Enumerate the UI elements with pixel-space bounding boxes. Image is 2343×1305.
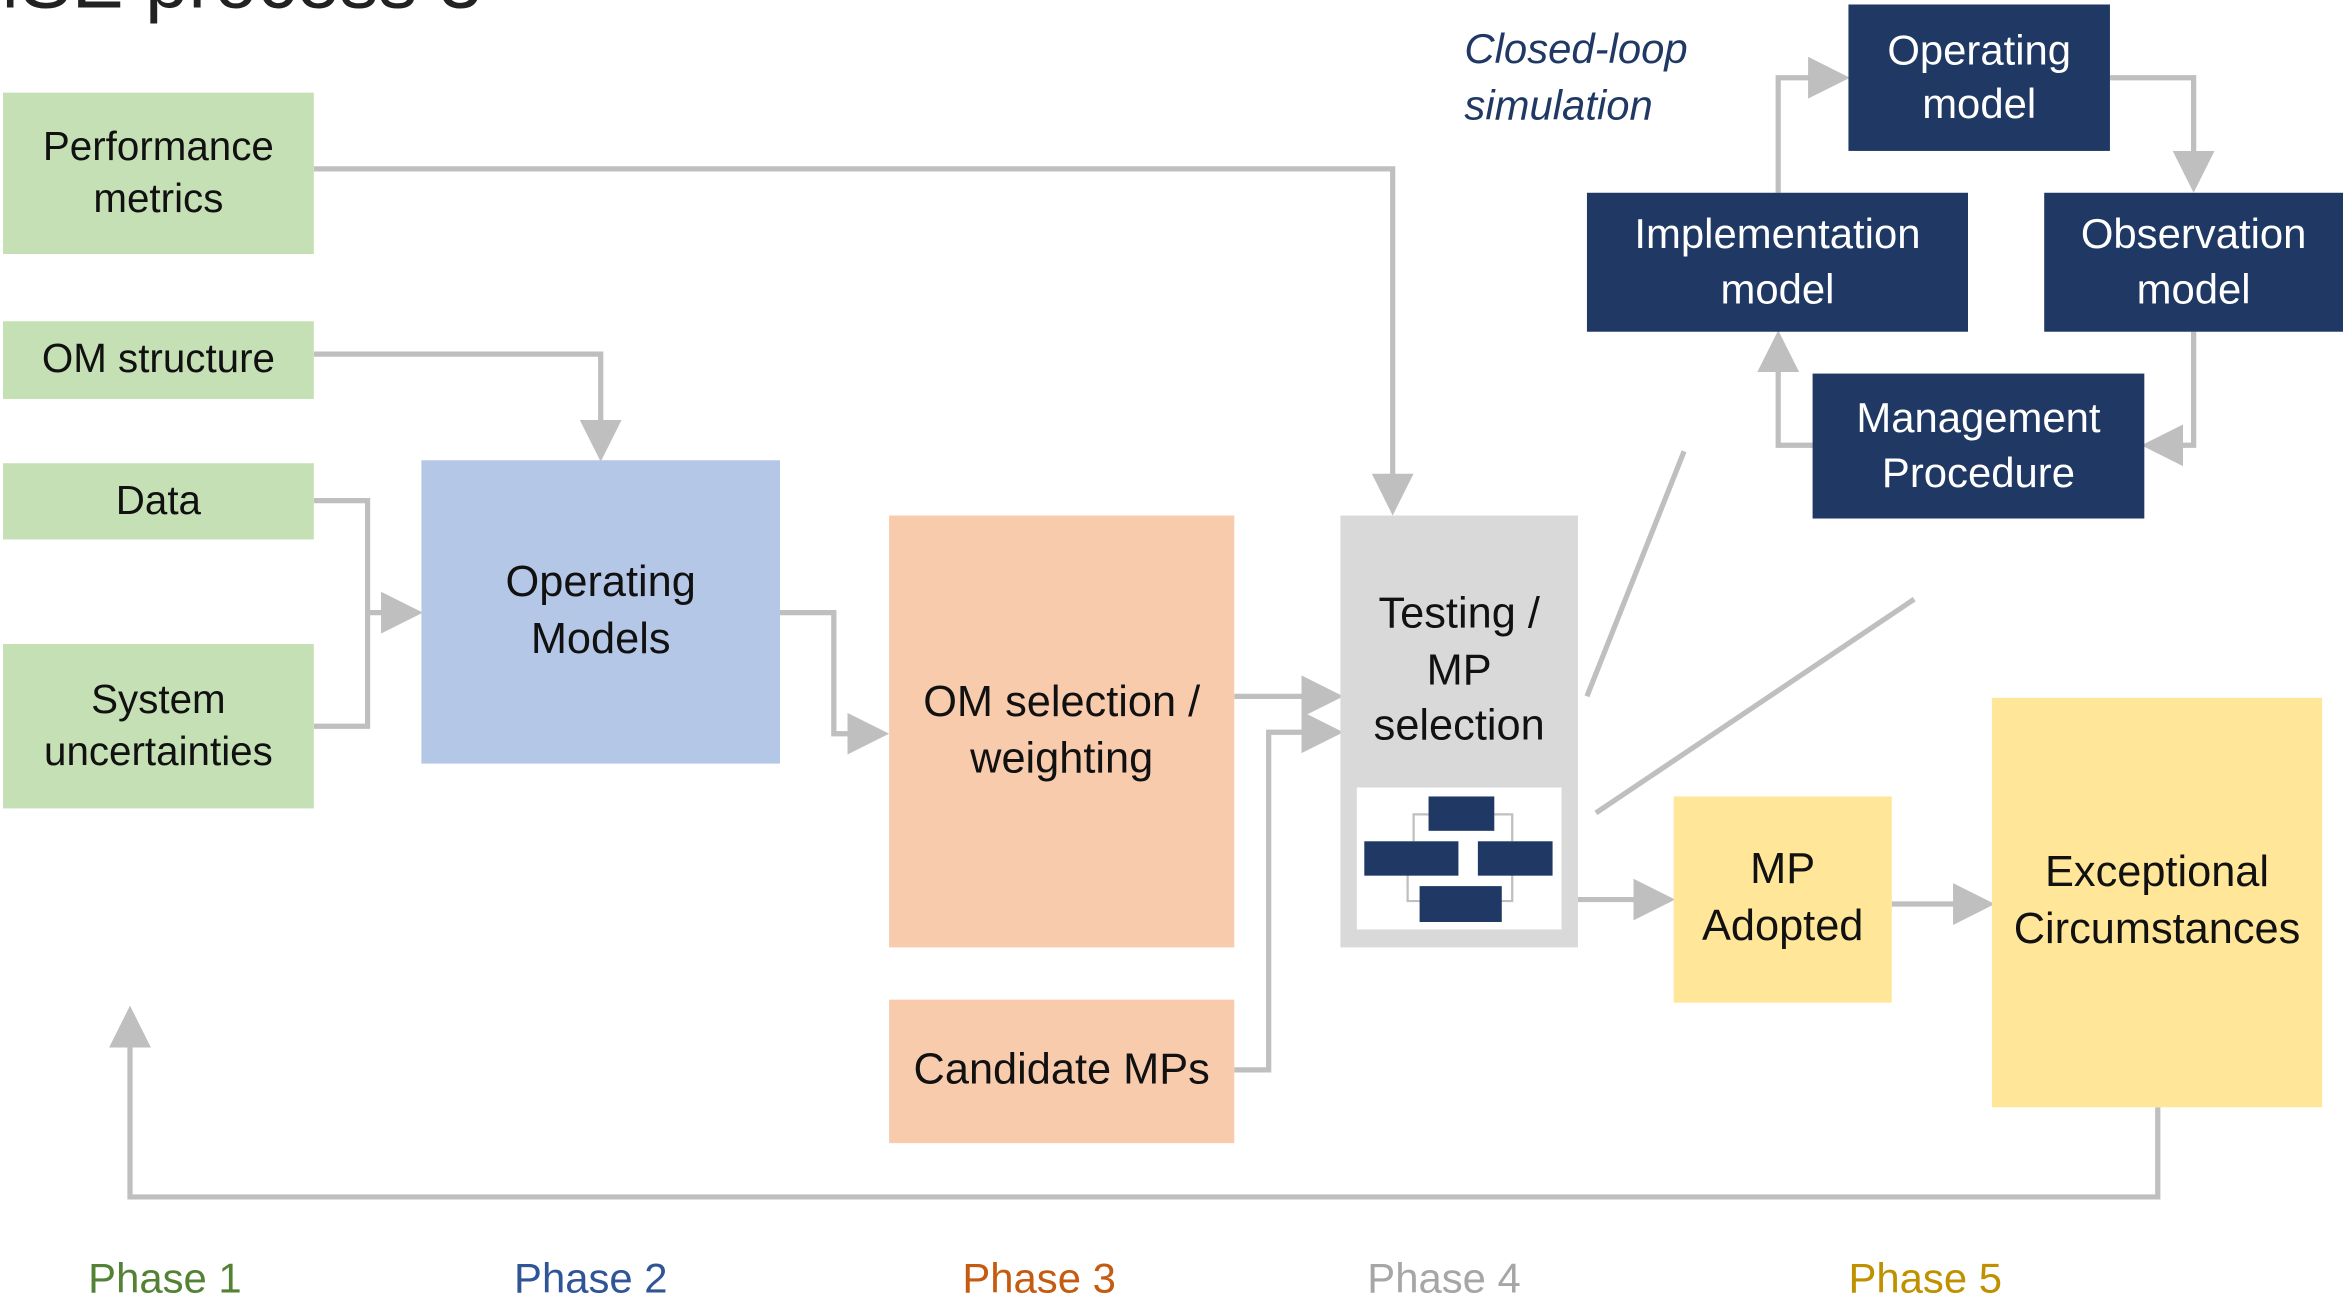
management-procedure-label: Management Procedure: [1856, 394, 2101, 496]
testing-label: Testing / MP selection: [1373, 590, 1545, 751]
impl-to-operating-arrow: [1775, 56, 1850, 193]
perf-to-testing-arrow: [313, 166, 1414, 516]
om-structure-box: OM structure: [2, 321, 314, 399]
phase-2-label: Phase 2: [514, 1255, 668, 1302]
closed-loop-label: Closed-loop simulation: [1464, 25, 1688, 129]
data-bracket-line: [313, 497, 371, 729]
zoom-line-lower: [1594, 597, 1916, 816]
phase-3-label: Phase 3: [962, 1255, 1116, 1302]
candidates-to-testing-arrow: [1234, 711, 1344, 1073]
operating-model-box: Operating model: [1848, 4, 2110, 151]
closed-loop-thumbnail: [1356, 787, 1562, 930]
candidate-mps-label: Candidate MPs: [913, 1046, 1210, 1095]
zoom-line-upper: [1584, 450, 1687, 698]
management-procedure-box: Management Procedure: [1812, 373, 2145, 519]
phase-1-label: Phase 1: [88, 1255, 242, 1302]
performance-metrics-box: Performance metrics: [2, 92, 314, 255]
om-to-selection-arrow: [780, 610, 890, 755]
operating-model-label: Operating model: [1887, 26, 2072, 128]
exceptional-circumstances-label: Exceptional Circumstances: [2013, 849, 2301, 954]
mini-loop-icon: [1364, 796, 1553, 922]
phase-5-label: Phase 5: [1848, 1255, 2002, 1302]
mp-to-impl-arrow: [1757, 330, 1813, 448]
mp-adopted-label: MP Adopted: [1701, 846, 1864, 951]
page-title: MSE process 3: [0, 0, 482, 27]
observation-model-box: Observation model: [2044, 192, 2343, 332]
phase-4-label: Phase 4: [1367, 1255, 1521, 1302]
data-label: Data: [115, 478, 202, 523]
feedback-loop-arrow: [109, 1005, 2161, 1200]
obs-to-mp-arrow: [2141, 331, 2197, 467]
exceptional-circumstances-box: Exceptional Circumstances: [1991, 697, 2323, 1108]
performance-metrics-label: Performance metrics: [42, 123, 274, 222]
data-box: Data: [2, 463, 314, 540]
om-selection-box: OM selection / weighting: [889, 515, 1235, 948]
implementation-model-label: Implementation model: [1634, 210, 1921, 312]
om-structure-label: OM structure: [41, 336, 275, 382]
operating-models-label: Operating Models: [505, 558, 696, 663]
observation-model-label: Observation model: [2080, 210, 2307, 312]
structure-to-om-arrow: [313, 351, 622, 462]
candidate-mps-box: Candidate MPs: [889, 999, 1235, 1144]
system-uncertainties-box: System uncertainties: [2, 644, 314, 809]
om-selection-label: OM selection / weighting: [923, 678, 1201, 783]
implementation-model-box: Implementation model: [1586, 192, 1968, 332]
mp-adopted-box: MP Adopted: [1673, 796, 1892, 1003]
operating-to-obs-arrow: [2109, 75, 2215, 193]
system-uncertainties-label: System uncertainties: [44, 676, 273, 775]
operating-models-box: Operating Models: [421, 460, 781, 764]
